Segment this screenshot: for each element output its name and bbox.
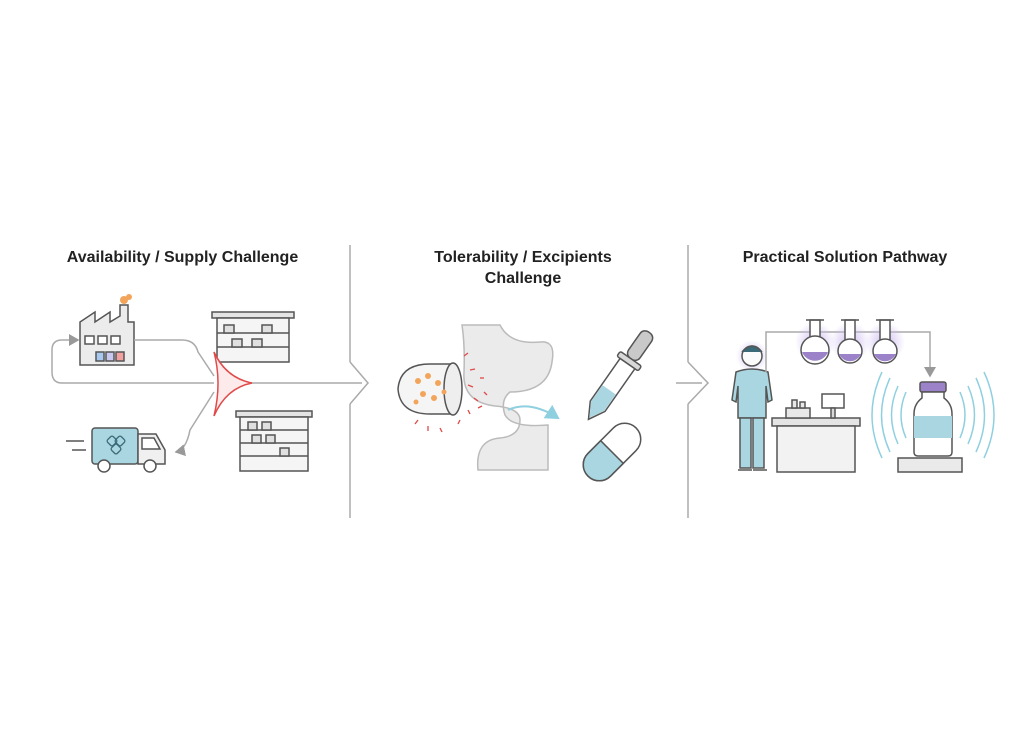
- flask-icon: [865, 319, 905, 364]
- flask-icon: [795, 319, 835, 365]
- intestine-icon: [461, 324, 554, 471]
- panel-divider-2: [676, 245, 710, 518]
- panel-title-tolerability: Tolerability / Excipients Challenge: [434, 249, 612, 287]
- factory-icon: [79, 294, 135, 366]
- panel-title-solution: Practical Solution Pathway: [742, 249, 948, 266]
- pharmacist-icon: [731, 340, 773, 471]
- flask-icon: [830, 319, 870, 364]
- dropper-icon: [587, 330, 654, 421]
- compounding-station-icon: [771, 393, 861, 473]
- supply-flow-lines: [51, 334, 215, 457]
- panel-divider-1: [240, 245, 369, 518]
- panel-title-supply: Availability / Supply Challenge: [66, 249, 299, 266]
- warehouse-shelf-icon: [211, 311, 295, 363]
- delivery-truck-icon: [66, 427, 166, 473]
- capsule-icon: [582, 422, 642, 482]
- signal-waves-icon: [871, 371, 995, 459]
- absorption-arrow: [507, 404, 560, 420]
- split-capsule-icon: [397, 352, 488, 433]
- vial-icon: [897, 381, 963, 473]
- convergence-node-icon: [213, 351, 253, 417]
- warehouse-shelf-icon: [235, 410, 313, 472]
